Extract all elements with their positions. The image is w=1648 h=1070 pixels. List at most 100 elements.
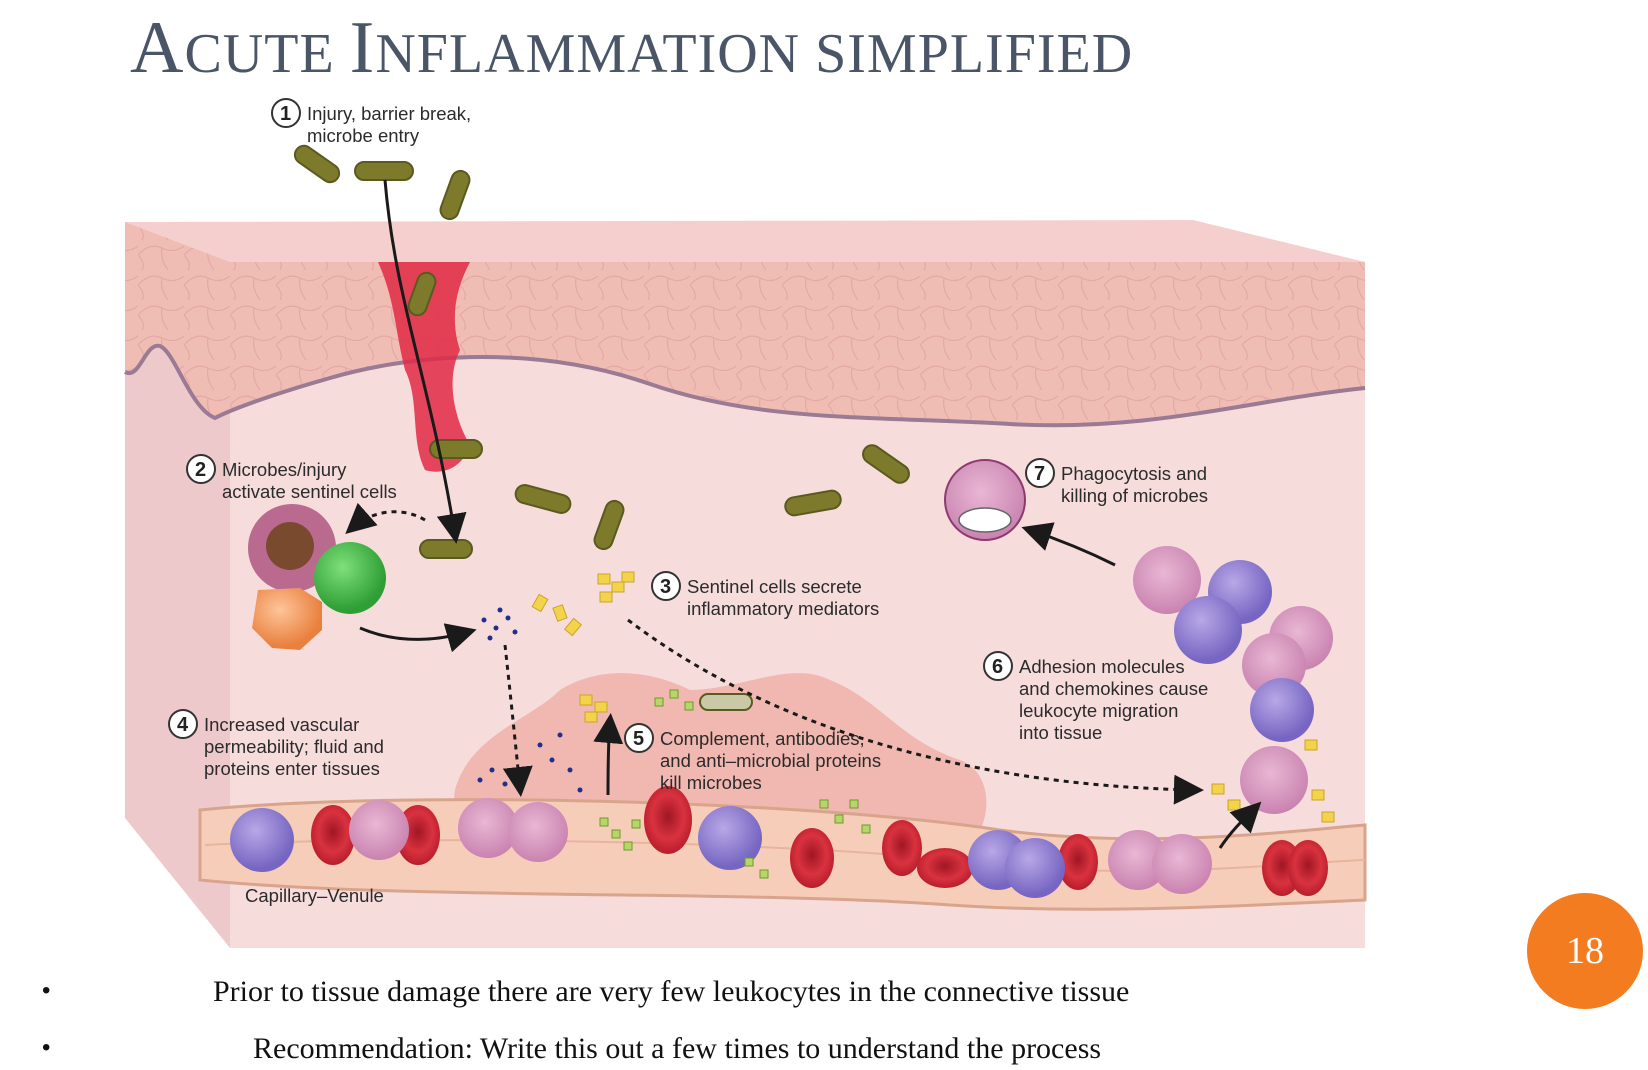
step-number: 6 — [992, 656, 1003, 678]
step-text: proteins enter tissues — [204, 758, 380, 779]
basement-membrane — [124, 343, 1366, 428]
step-text: Complement, antibodies, — [660, 728, 865, 749]
migrating-leukocytes — [944, 459, 1333, 814]
neutrophil — [1152, 834, 1212, 894]
step-number: 1 — [280, 103, 291, 125]
step-text: permeability; fluid and — [204, 736, 384, 757]
monocyte — [230, 808, 294, 872]
macrophage — [314, 542, 386, 614]
step-text: and chemokines cause — [1019, 678, 1208, 699]
step-badge — [624, 723, 654, 753]
step-5-label: 5 Complement, antibodies, and anti–micro… — [624, 723, 881, 793]
bacterium — [862, 444, 910, 484]
slide-title: ACUTE INFLAMMATION SIMPLIFIED — [130, 7, 1134, 89]
step-badge — [271, 98, 301, 128]
permeability-arrow — [502, 644, 533, 797]
step-labels: 1 Injury, barrier break, microbe entry 2… — [168, 98, 1208, 906]
red-blood-cell — [644, 786, 692, 854]
step-text: leukocyte migration — [1019, 700, 1178, 721]
bacterium — [429, 439, 483, 459]
vessel-label: Capillary–Venule — [245, 885, 384, 906]
bullet-marker: • — [42, 977, 51, 1004]
step-badge — [186, 454, 216, 484]
monocyte — [1250, 678, 1314, 742]
step-number: 7 — [1034, 463, 1045, 485]
complement-arrow — [593, 713, 624, 796]
activation-arrow — [345, 502, 426, 534]
wound — [378, 262, 470, 472]
neutrophil — [1108, 830, 1168, 890]
step-text: inflammatory mediators — [687, 598, 879, 619]
step-text: and anti–microbial proteins — [660, 750, 881, 771]
bullet-item: Prior to tissue damage there are very fe… — [213, 975, 1130, 1008]
monocyte — [1174, 596, 1242, 664]
monocyte — [698, 806, 762, 870]
step-text: activate sentinel cells — [222, 481, 397, 502]
bacterium — [407, 271, 437, 317]
mast-cell-nucleus — [266, 522, 314, 570]
phagosome — [958, 507, 1012, 533]
step-7-label: 7 Phagocytosis and killing of microbes — [1025, 458, 1208, 506]
step-4-label: 4 Increased vascular permeability; fluid… — [168, 709, 384, 779]
page-number-badge: 18 — [1527, 893, 1643, 1009]
step-text: Adhesion molecules — [1019, 656, 1185, 677]
step-badge — [1025, 458, 1055, 488]
step-text: Phagocytosis and — [1061, 463, 1207, 484]
red-blood-cell — [882, 820, 922, 876]
bacterium — [293, 144, 341, 184]
neutrophil — [1133, 546, 1201, 614]
step-badge — [983, 651, 1013, 681]
blood-cells — [230, 786, 1328, 898]
sentinel-cells — [248, 504, 386, 650]
chemokine-arrow — [627, 618, 1204, 805]
step-text: microbe entry — [307, 125, 420, 146]
step-badge — [168, 709, 198, 739]
transmigration-arrow — [1218, 801, 1262, 849]
red-blood-cell — [790, 828, 834, 888]
damaged-bacterium — [699, 693, 753, 711]
neutrophil — [458, 798, 518, 858]
neutrophil — [1240, 746, 1308, 814]
bacterium — [784, 489, 842, 517]
step-text: into tissue — [1019, 722, 1102, 743]
tissue-top-face — [125, 220, 1365, 262]
bullet-item: Recommendation: Write this out a few tim… — [253, 1032, 1102, 1065]
step-text: kill microbes — [660, 772, 762, 793]
step-text: Sentinel cells secrete — [687, 576, 862, 597]
step-text: Increased vascular — [204, 714, 359, 735]
neutrophil — [349, 800, 409, 860]
monocyte — [1005, 838, 1065, 898]
microbes — [293, 144, 910, 711]
step-3-label: 3 Sentinel cells secrete inflammatory me… — [651, 571, 879, 619]
step-text: Microbes/injury — [222, 459, 347, 480]
bacterium — [514, 484, 572, 514]
step-text: Injury, barrier break, — [307, 103, 471, 124]
step-text: killing of microbes — [1061, 485, 1208, 506]
step-1-label: 1 Injury, barrier break, microbe entry — [271, 98, 471, 146]
bacterium — [593, 499, 625, 551]
step-number: 4 — [177, 714, 189, 736]
page-number: 18 — [1566, 930, 1604, 972]
neutrophil — [508, 802, 568, 862]
bullet-marker: • — [42, 1034, 51, 1061]
step-badge — [651, 571, 681, 601]
step-number: 2 — [195, 459, 206, 481]
phagocytosis-arrow — [1021, 522, 1116, 567]
dendritic-cell — [252, 588, 322, 650]
step-number: 3 — [660, 576, 671, 598]
bacterium — [439, 169, 471, 221]
secretion-arrow — [359, 623, 477, 653]
bacterium — [354, 161, 414, 181]
red-blood-cell — [1288, 840, 1328, 896]
step-6-label: 6 Adhesion molecules and chemokines caus… — [983, 651, 1208, 743]
red-blood-cell — [311, 805, 355, 865]
red-blood-cell — [1058, 834, 1098, 890]
process-arrows — [345, 179, 1262, 849]
bacterium — [419, 539, 473, 559]
microbe-entry-arrow — [383, 179, 467, 544]
step-2-label: 2 Microbes/injury activate sentinel cell… — [186, 454, 397, 502]
step-number: 5 — [633, 728, 644, 750]
red-blood-cell — [917, 848, 973, 888]
inflammatory-mediators — [477, 571, 1335, 879]
